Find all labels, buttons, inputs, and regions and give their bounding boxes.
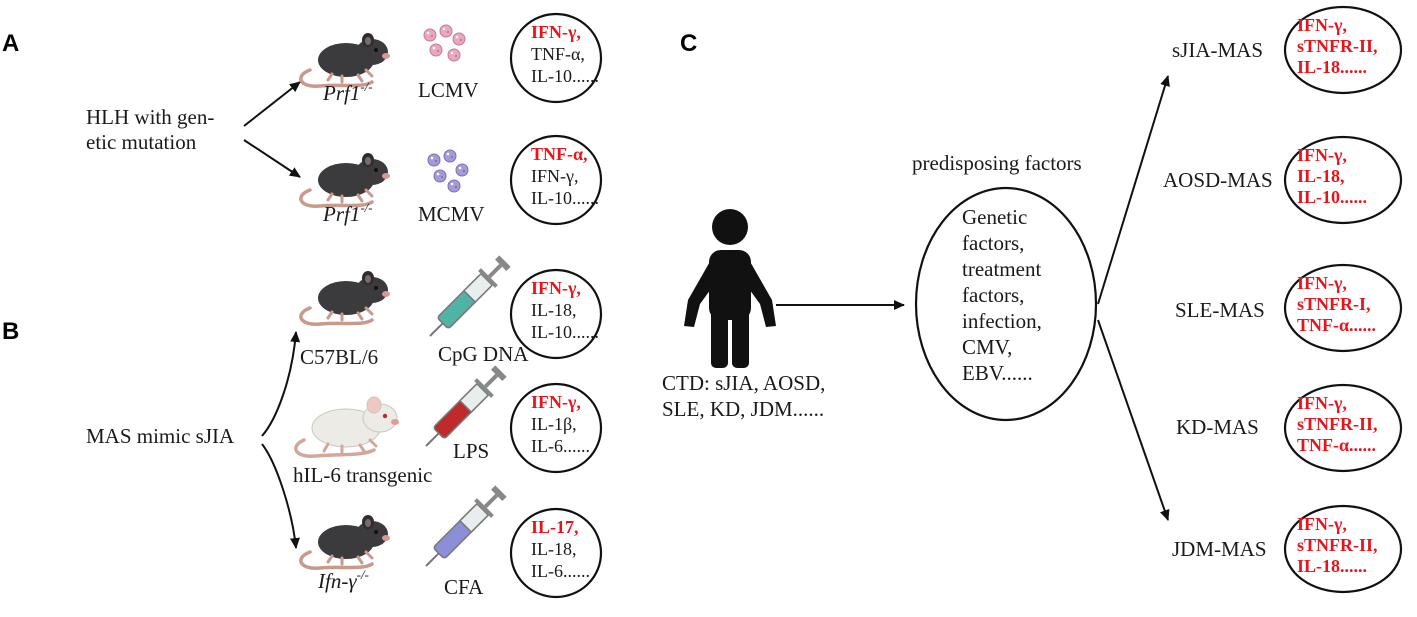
syringe-icon-lps xyxy=(425,365,507,447)
predisposing-title: predisposing factors xyxy=(912,151,1082,175)
cytokine-highlight: IFN-γ, xyxy=(1297,15,1347,35)
cytokine-highlight: TNF-α...... xyxy=(1297,435,1376,455)
outcome-oval-sjia-mas: IFN-γ, sTNFR-II, IL-18...... xyxy=(1283,5,1403,95)
cytokine: IL-18, xyxy=(531,539,576,559)
syringe-icon-cfa xyxy=(425,485,507,567)
predisposing-line: CMV, xyxy=(962,335,1012,359)
mouse-icon xyxy=(299,151,392,208)
virus-icon-lcmv xyxy=(423,24,466,62)
panel-letter-a: A xyxy=(2,30,19,57)
cytokine: TNF-α, xyxy=(531,44,585,64)
cytokine-highlight: sTNFR-I, xyxy=(1297,294,1371,314)
cytokine-highlight: IFN-γ, xyxy=(1297,393,1347,413)
outcome-label: sJIA-MAS xyxy=(1172,38,1263,62)
cytokine: IL-1β, xyxy=(531,414,577,434)
outcome-label: JDM-MAS xyxy=(1172,537,1267,561)
cytokine: IFN-γ, xyxy=(531,166,578,186)
outcome-oval-jdm-mas: IFN-γ, sTNFR-II, IL-18...... xyxy=(1283,504,1403,594)
stimulus-label: LPS xyxy=(453,439,489,463)
cytokine-oval-b2: IFN-γ, IL-1β, IL-6...... xyxy=(509,382,603,474)
cytokine-highlight: sTNFR-II, xyxy=(1297,414,1378,434)
cytokine-oval-a1: IFN-γ, TNF-α, IL-10...... xyxy=(509,12,603,104)
outcome-label: KD-MAS xyxy=(1176,415,1259,439)
outcome-oval-sle-mas: IFN-γ, sTNFR-I, TNF-α...... xyxy=(1283,263,1403,353)
stimulus-label: MCMV xyxy=(418,202,485,226)
arrow-factors-to-sjia-mas xyxy=(1097,75,1170,305)
cytokine: IL-10...... xyxy=(531,322,599,342)
cytokine-highlight: TNF-α, xyxy=(531,144,588,164)
cytokine-oval-b1: IFN-γ, IL-18, IL-10...... xyxy=(509,268,603,360)
predisposing-line: factors, xyxy=(962,283,1024,307)
cytokine-highlight: IFN-γ, xyxy=(531,278,581,298)
mouse-icon xyxy=(299,31,392,88)
cytokine-highlight: IL-18...... xyxy=(1297,556,1367,576)
cytokine-highlight: IL-18, xyxy=(1297,166,1345,186)
cytokine: IL-10...... xyxy=(531,66,599,86)
cytokine-oval-b3: IL-17, IL-18, IL-6...... xyxy=(509,507,603,599)
cytokine-highlight: IFN-γ, xyxy=(1297,273,1347,293)
cytokine-highlight: TNF-α...... xyxy=(1297,315,1376,335)
cytokine-highlight: IL-18...... xyxy=(1297,57,1367,77)
virus-icon-mcmv xyxy=(427,149,469,193)
outcome-label: SLE-MAS xyxy=(1175,298,1265,322)
cytokine-highlight: sTNFR-II, xyxy=(1297,535,1378,555)
predisposing-line: Genetic xyxy=(962,205,1027,229)
strain-label: C57BL/6 xyxy=(300,345,378,369)
predisposing-line: factors, xyxy=(962,231,1024,255)
predisposing-line: infection, xyxy=(962,309,1042,333)
cytokine-highlight: IFN-γ, xyxy=(531,22,581,42)
stimulus-label: CFA xyxy=(444,575,484,599)
cytokine-highlight: IL-10...... xyxy=(1297,187,1367,207)
outcome-oval-aosd-mas: IFN-γ, IL-18, IL-10...... xyxy=(1283,135,1403,225)
cytokine: IL-6...... xyxy=(531,561,590,581)
mouse-icon xyxy=(299,269,392,326)
panel-letter-c: C xyxy=(680,30,697,57)
arrow-hlh-to-lcmv xyxy=(243,81,301,127)
cytokine-highlight: sTNFR-II, xyxy=(1297,36,1378,56)
cytokine: IL-6...... xyxy=(531,436,590,456)
cytokine-oval-a2: TNF-α, IFN-γ, IL-10...... xyxy=(509,134,603,226)
cytokine: IL-10...... xyxy=(531,188,599,208)
cytokine-highlight: IFN-γ, xyxy=(1297,145,1347,165)
mouse-icon xyxy=(294,395,401,458)
outcome-label: AOSD-MAS xyxy=(1163,168,1273,192)
strain-label: Ifn-γ-/- xyxy=(317,567,369,593)
person-icon xyxy=(684,209,776,368)
predisposing-line: EBV...... xyxy=(962,361,1033,385)
strain-label: hIL-6 transgenic xyxy=(293,463,432,487)
cytokine: IL-18, xyxy=(531,300,576,320)
syringe-icon-cpg xyxy=(429,255,511,337)
strain-label: Prf1-/- xyxy=(322,200,373,226)
arrow-mas-to-ifng xyxy=(261,443,300,549)
ctd-label-line1: CTD: sJIA, AOSD, xyxy=(662,371,825,395)
strain-label: Prf1-/- xyxy=(322,79,373,105)
mouse-icon xyxy=(299,513,392,570)
cytokine-highlight: IFN-γ, xyxy=(1297,514,1347,534)
group-label-hlh-line2: etic mutation xyxy=(86,130,197,154)
predisposing-line: treatment xyxy=(962,257,1041,281)
predisposing-oval: Genetic factors, treatment factors, infe… xyxy=(914,186,1098,422)
cytokine-highlight: IFN-γ, xyxy=(531,392,581,412)
ctd-label-line2: SLE, KD, JDM...... xyxy=(662,397,824,421)
cytokine-highlight: IL-17, xyxy=(531,517,579,537)
arrow-hlh-to-mcmv xyxy=(243,139,301,178)
group-label-hlh-line1: HLH with gen- xyxy=(86,105,214,129)
stimulus-label: CpG DNA xyxy=(438,342,529,366)
panel-letter-b: B xyxy=(2,318,19,345)
arrow-factors-to-jdm-mas xyxy=(1097,319,1170,521)
arrow-mas-to-c57 xyxy=(261,331,301,437)
stimulus-label: LCMV xyxy=(418,78,479,102)
outcome-oval-kd-mas: IFN-γ, sTNFR-II, TNF-α...... xyxy=(1283,383,1403,473)
group-label-mas: MAS mimic sJIA xyxy=(86,424,235,448)
